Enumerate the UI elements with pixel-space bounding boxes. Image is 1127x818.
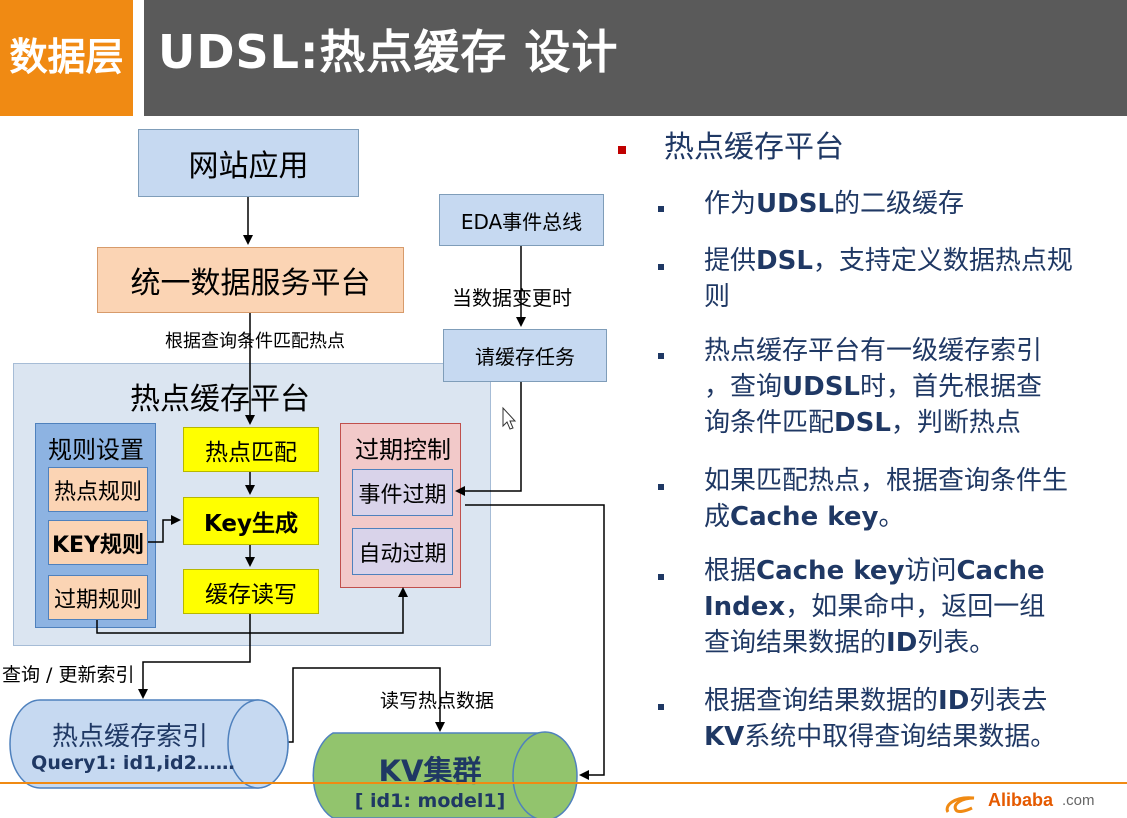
footer-rule [0, 782, 1127, 784]
mouse-cursor-icon [502, 406, 517, 430]
alibaba-logo-text: Alibaba [988, 790, 1054, 810]
website-app-box: 网站应用 [138, 129, 359, 197]
hot-index-title: 热点缓存索引 [51, 722, 208, 752]
sub-bullet-4: 如果匹配热点，根据查询条件生成Cache key。 [704, 466, 1069, 532]
main-bullet-text: 热点缓存平台 [664, 130, 844, 165]
event-expire-label: 事件过期 [358, 482, 447, 508]
sub-bullet-marker-2 [658, 264, 664, 270]
main-bullet-marker [618, 146, 626, 154]
eda-bus-label: EDA事件总线 [460, 209, 583, 234]
arrow-keyrule-to-keygen [148, 515, 181, 543]
kv-cluster-sub: [ id1: model1] [354, 790, 506, 812]
sub-bullet-marker-3 [658, 353, 664, 359]
cache-task-label: 请缓存任务 [475, 345, 575, 369]
on-change-label: 当数据变更时 [452, 286, 572, 310]
rw-hot-data-label: 读写热点数据 [380, 690, 495, 712]
rules-title: 规则设置 [48, 436, 144, 464]
match-label: 根据查询条件匹配热点 [165, 331, 345, 352]
expiry-title: 过期控制 [355, 436, 451, 464]
key-rule-label: KEY规则 [51, 532, 144, 558]
key-gen-box: Key生成 [183, 497, 319, 545]
sub-bullet-marker-1 [658, 206, 664, 212]
alibaba-logo-suffix: .com [1062, 792, 1095, 809]
sub-bullet-marker-6 [658, 704, 664, 710]
hot-index-sub: Query1: id1,id2…… [31, 752, 235, 774]
event-expire-box: 事件过期 [352, 469, 453, 516]
sub-bullet-1: 作为UDSL的二级缓存 [704, 189, 965, 219]
section-tag-label: 数据层 [9, 35, 124, 79]
hot-match-label: 热点匹配 [205, 439, 297, 466]
expire-rule-box: 过期规则 [48, 575, 148, 620]
hot-match-box: 热点匹配 [183, 427, 319, 472]
sub-bullet-3: 热点缓存平台有一级缓存索引，查询UDSL时，首先根据查询条件匹配DSL，判断热点 [704, 336, 1043, 438]
sub-bullet-marker-5 [658, 574, 664, 580]
arrow-task-to-event-expire [455, 382, 522, 496]
title-bar: UDSL:热点缓存 设计 [144, 0, 1127, 116]
alibaba-swoosh-icon [945, 796, 975, 813]
cache-task-box: 请缓存任务 [443, 329, 607, 382]
sub-bullet-marker-4 [658, 484, 664, 490]
unified-platform-box: 统一数据服务平台 [97, 247, 404, 313]
sub-bullet-2: 提供DSL，支持定义数据热点规则 [704, 246, 1073, 312]
hot-rule-label: 热点规则 [53, 479, 142, 505]
kv-cluster-cylinder [312, 731, 578, 818]
arrow-rw-to-index [138, 614, 251, 699]
unified-platform-label: 统一数据服务平台 [130, 266, 371, 301]
section-tag: 数据层 [0, 0, 133, 116]
auto-expire-box: 自动过期 [352, 528, 453, 575]
hot-index-cylinder [9, 699, 289, 789]
arrow-index-to-kv [285, 667, 445, 743]
website-app-label: 网站应用 [188, 149, 309, 184]
key-rule-box: KEY规则 [48, 520, 148, 565]
key-gen-label: Key生成 [203, 511, 298, 537]
query-update-label: 查询 / 更新索引 [2, 664, 135, 686]
auto-expire-label: 自动过期 [358, 541, 447, 567]
cache-rw-label: 缓存读写 [205, 581, 297, 608]
hot-rule-box: 热点规则 [48, 467, 148, 512]
slide-title: UDSL:热点缓存 设计 [158, 25, 619, 79]
cache-rw-box: 缓存读写 [183, 569, 319, 614]
hot-platform-title: 热点缓存平台 [130, 382, 310, 417]
eda-bus-box: EDA事件总线 [439, 194, 604, 246]
arrow-expire-to-kv [465, 504, 605, 780]
expire-rule-label: 过期规则 [53, 587, 142, 613]
